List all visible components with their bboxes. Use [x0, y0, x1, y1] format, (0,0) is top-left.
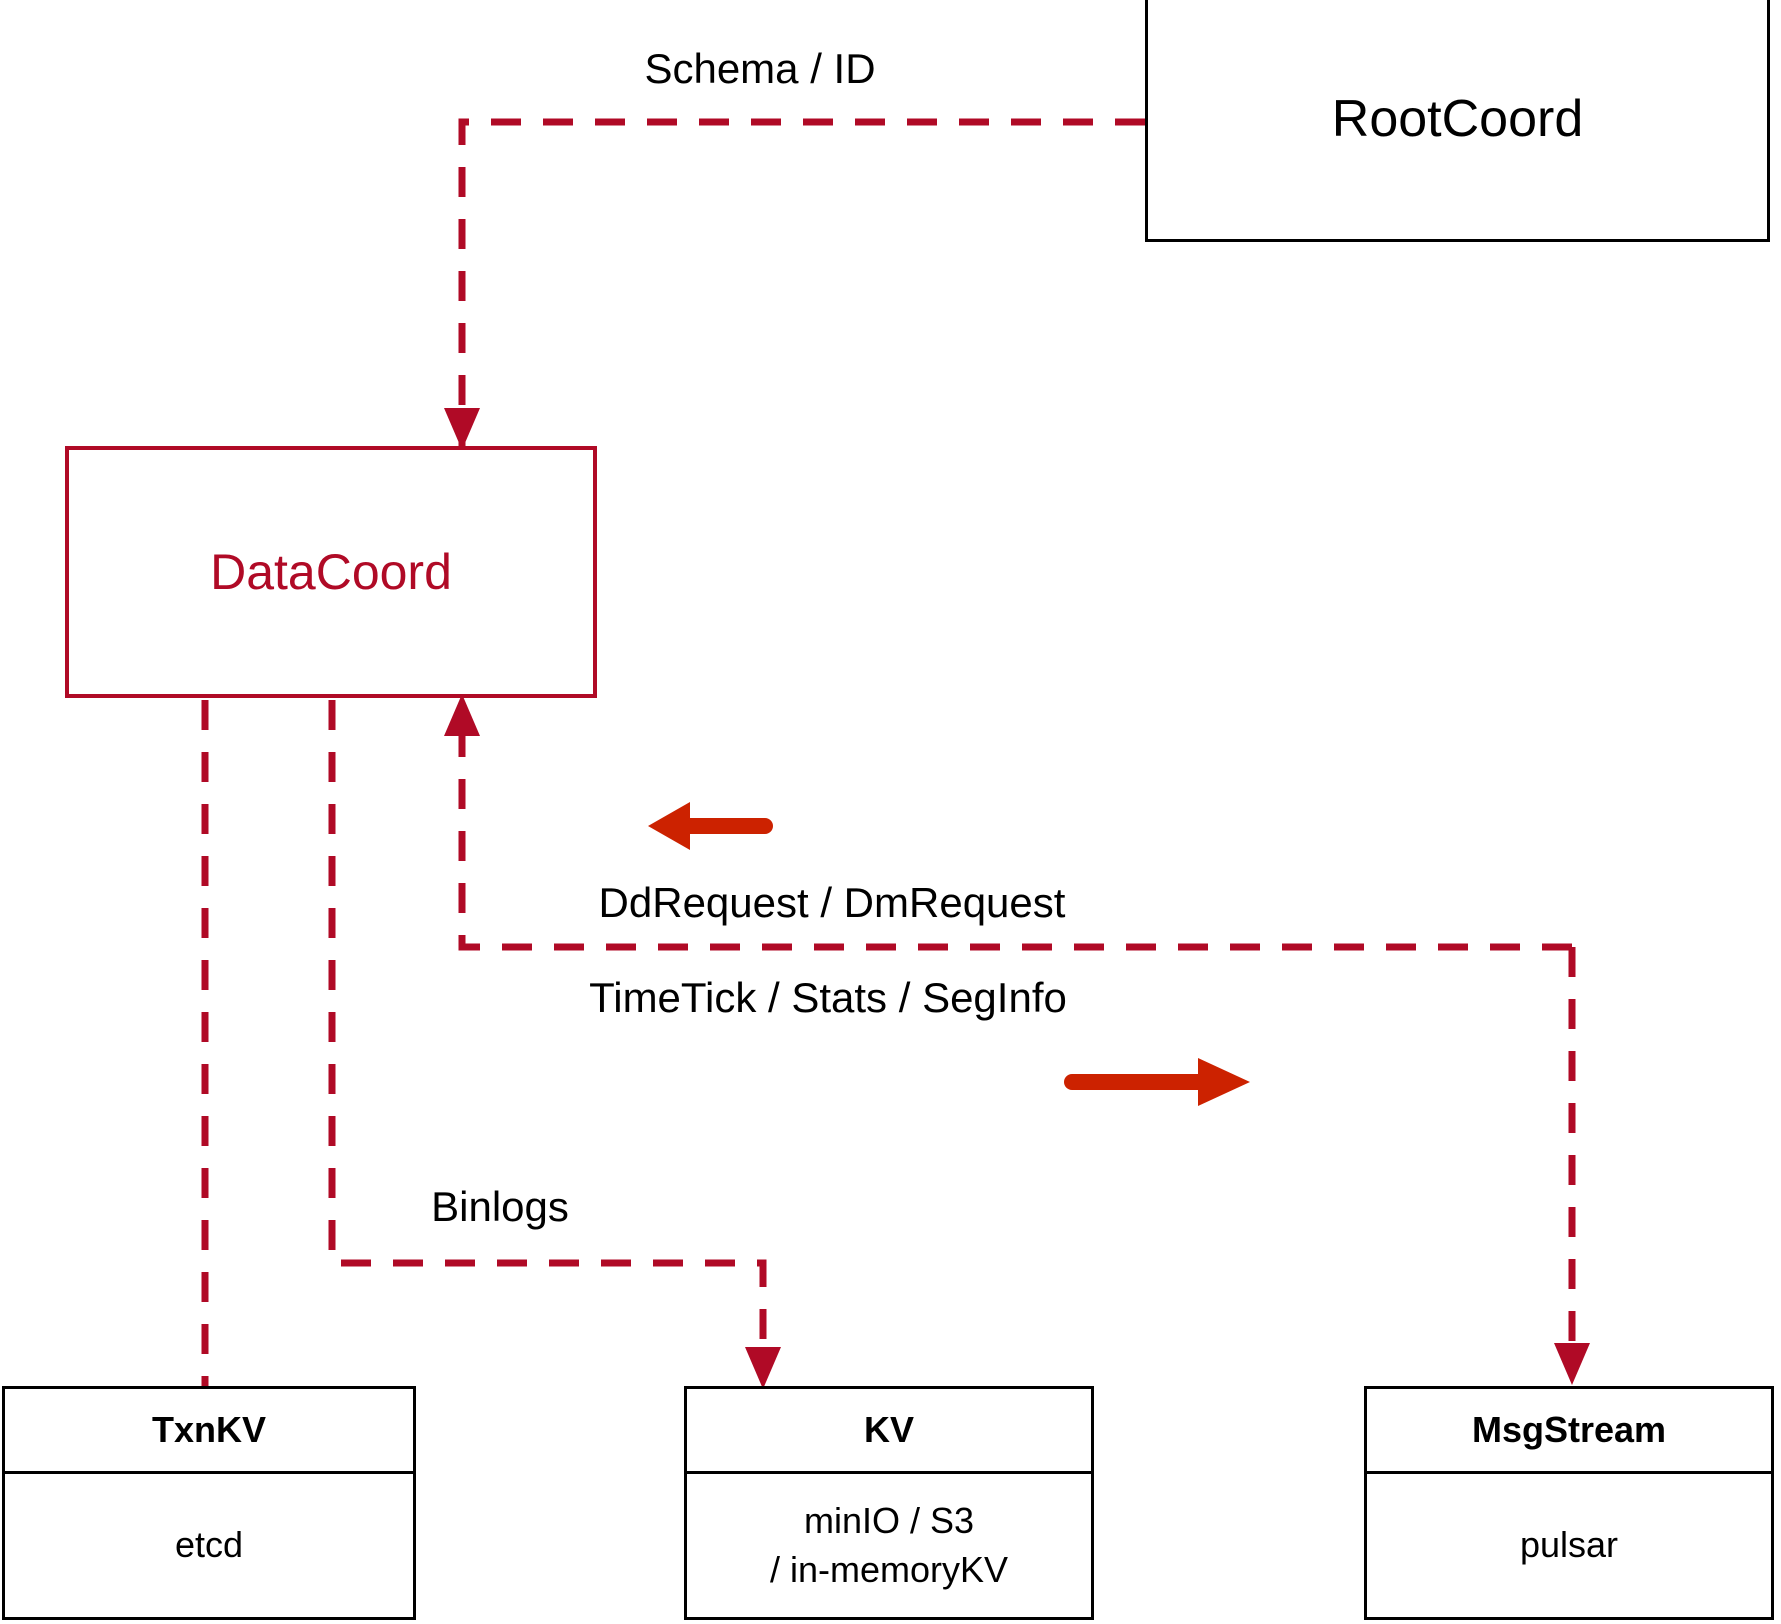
right-arrow-marker: [1064, 1058, 1250, 1106]
edge-label-binlogs: Binlogs: [431, 1183, 569, 1230]
node-txnkv-body-line: etcd: [174, 1524, 244, 1566]
node-msgstream[interactable]: MsgStream pulsar: [1364, 1386, 1774, 1620]
node-txnkv-body: etcd: [5, 1474, 413, 1617]
node-kv[interactable]: KV minIO / S3 / in-memoryKV: [684, 1386, 1094, 1620]
edge-label-schema-id: Schema / ID: [644, 45, 876, 92]
node-txnkv[interactable]: TxnKV etcd: [2, 1386, 416, 1620]
node-datacoord-label: DataCoord: [210, 543, 452, 600]
edge-datacoord-to-msgstream: [1554, 947, 1590, 1385]
node-rootcoord-label: RootCoord: [1331, 89, 1584, 148]
left-arrow-marker: [648, 802, 773, 850]
node-msgstream-header: MsgStream: [1367, 1389, 1771, 1474]
node-msgstream-body: pulsar: [1367, 1474, 1771, 1617]
node-rootcoord[interactable]: RootCoord: [1145, 0, 1770, 242]
edge-label-timetick-stats-seginfo: TimeTick / Stats / SegInfo: [589, 974, 1067, 1021]
edge-label-dd-dm-request: DdRequest / DmRequest: [598, 879, 1066, 926]
node-kv-body: minIO / S3 / in-memoryKV: [687, 1474, 1091, 1617]
node-kv-body-line-1: minIO / S3: [803, 1499, 975, 1541]
edge-rootcoord-to-datacoord: [444, 118, 1145, 450]
node-kv-body-line-2: / in-memoryKV: [769, 1548, 1009, 1590]
node-datacoord[interactable]: DataCoord: [65, 446, 597, 698]
node-kv-header: KV: [687, 1389, 1091, 1474]
node-msgstream-body-line: pulsar: [1519, 1524, 1619, 1566]
node-txnkv-header: TxnKV: [5, 1389, 413, 1474]
edge-datacoord-to-kv: [328, 700, 781, 1389]
